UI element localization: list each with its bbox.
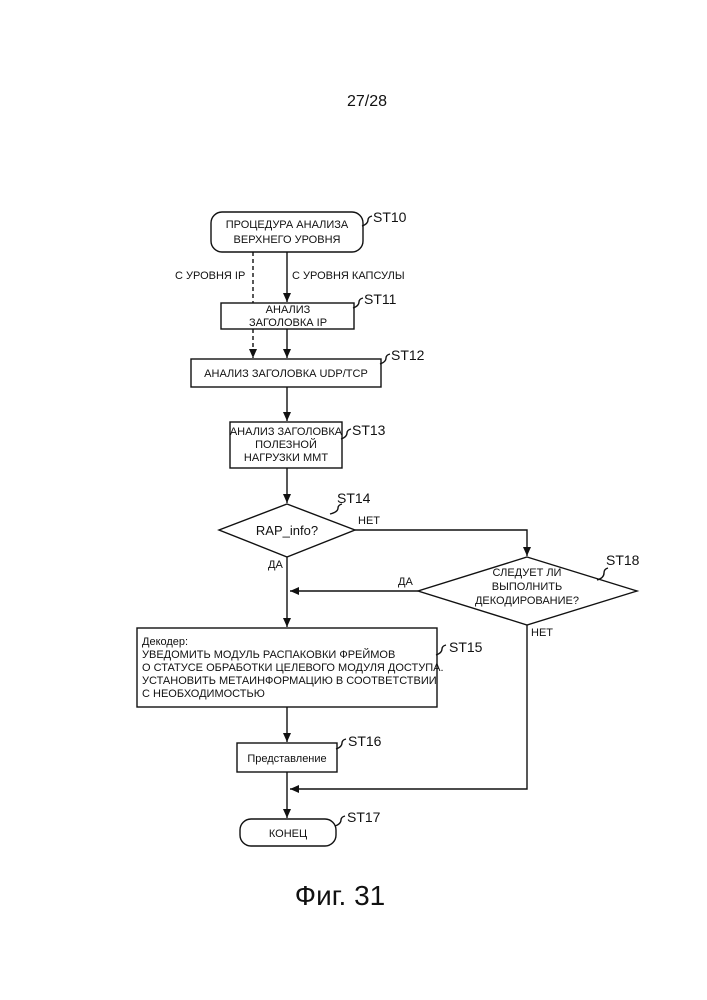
st15-text-2: УВЕДОМИТЬ МОДУЛЬ РАСПАКОВКИ ФРЕЙМОВ xyxy=(142,648,395,661)
st17-text: КОНЕЦ xyxy=(269,828,307,840)
st17-leader xyxy=(335,816,345,826)
st11-tag: ST11 xyxy=(364,291,397,307)
label-from-ip: С УРОВНЯ IP xyxy=(175,270,245,282)
label-st14-yes: ДА xyxy=(268,559,283,571)
st14-tag: ST14 xyxy=(337,490,371,506)
st18-text-2: ВЫПОЛНИТЬ xyxy=(492,581,562,593)
st12-text-1: АНАЛИЗ ЗАГОЛОВКА UDP/TCP xyxy=(204,368,368,380)
st15-tag: ST15 xyxy=(449,639,483,655)
arrow-st14-no xyxy=(355,530,527,556)
step-st12: АНАЛИЗ ЗАГОЛОВКА UDP/TCP ST12 xyxy=(191,347,425,387)
figure-caption: Фиг. 31 xyxy=(295,880,385,911)
decision-st18: СЛЕДУЕТ ЛИ ВЫПОЛНИТЬ ДЕКОДИРОВАНИЕ? ST18 xyxy=(418,552,640,625)
label-st14-no: НЕТ xyxy=(358,515,380,527)
st11-text-2: ЗАГОЛОВКА IP xyxy=(249,317,327,329)
label-st18-no: НЕТ xyxy=(531,627,553,639)
st13-text-1: АНАЛИЗ ЗАГОЛОВКА xyxy=(230,426,343,438)
label-st18-yes: ДА xyxy=(398,576,413,588)
st10-text-1: ПРОЦЕДУРА АНАЛИЗА xyxy=(226,219,349,231)
st13-text-2: ПОЛЕЗНОЙ xyxy=(255,438,317,451)
step-st13: АНАЛИЗ ЗАГОЛОВКА ПОЛЕЗНОЙ НАГРУЗКИ ММТ S… xyxy=(230,422,386,468)
label-from-capsule: С УРОВНЯ КАПСУЛЫ xyxy=(292,270,405,282)
st13-text-3: НАГРУЗКИ ММТ xyxy=(244,452,328,464)
st11-text-1: АНАЛИЗ xyxy=(266,304,311,316)
st16-tag: ST16 xyxy=(348,733,382,749)
step-st16: Представление ST16 xyxy=(237,733,382,772)
st16-text: Представление xyxy=(247,753,326,765)
step-st17: КОНЕЦ ST17 xyxy=(240,809,381,846)
st10-text-2: ВЕРХНЕГО УРОВНЯ xyxy=(234,234,341,246)
st18-text-3: ДЕКОДИРОВАНИЕ? xyxy=(475,595,579,607)
st15-text-4: УСТАНОВИТЬ МЕТАИНФОРМАЦИЮ В СООТВЕТСТВИИ xyxy=(142,675,437,687)
st12-tag: ST12 xyxy=(391,347,425,363)
st18-text-1: СЛЕДУЕТ ЛИ xyxy=(493,567,562,579)
page-number: 27/28 xyxy=(347,93,387,110)
step-st10: ПРОЦЕДУРА АНАЛИЗА ВЕРХНЕГО УРОВНЯ ST10 xyxy=(211,209,407,252)
st18-leader xyxy=(597,568,608,580)
st13-tag: ST13 xyxy=(352,422,386,438)
st15-text-5: С НЕОБХОДИМОСТЬЮ xyxy=(142,688,265,700)
step-st11: АНАЛИЗ ЗАГОЛОВКА IP ST11 xyxy=(221,291,397,329)
st10-tag: ST10 xyxy=(373,209,407,225)
step-st15: Декодер: УВЕДОМИТЬ МОДУЛЬ РАСПАКОВКИ ФРЕ… xyxy=(137,628,483,707)
decision-st14: RAP_info? ST14 xyxy=(219,490,371,557)
st15-text-1: Декодер: xyxy=(142,636,188,648)
st14-text: RAP_info? xyxy=(256,523,318,538)
st18-tag: ST18 xyxy=(606,552,640,568)
st15-text-3: О СТАТУСЕ ОБРАБОТКИ ЦЕЛЕВОГО МОДУЛЯ ДОСТ… xyxy=(142,662,444,674)
st17-tag: ST17 xyxy=(347,809,381,825)
